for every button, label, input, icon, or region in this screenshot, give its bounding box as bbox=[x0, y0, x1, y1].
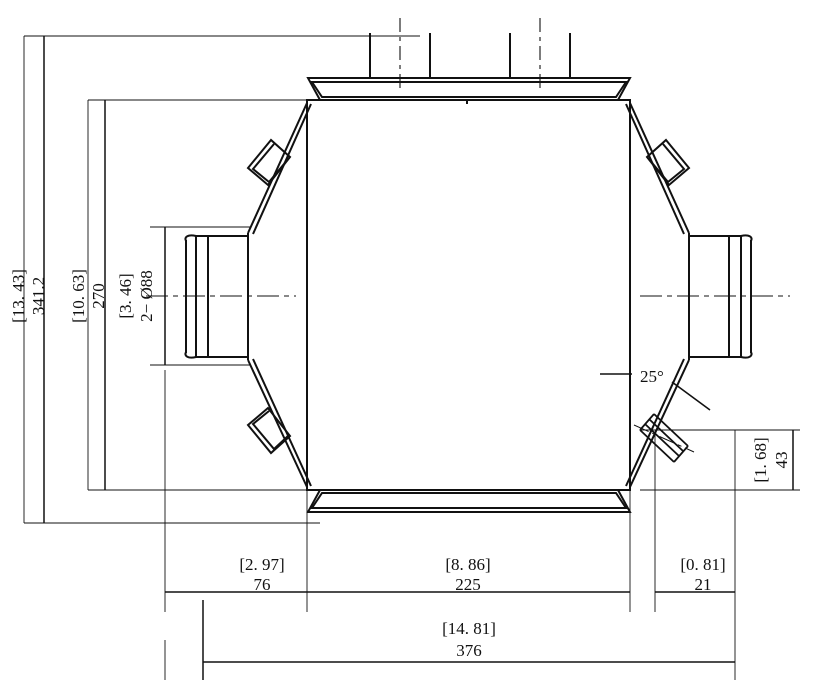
bracket-upper-right bbox=[645, 138, 691, 187]
dim-right-offset-mm: 21 bbox=[695, 575, 712, 594]
bottom-flange bbox=[306, 489, 632, 513]
bracket-lower-left bbox=[246, 406, 292, 455]
dimension-lines bbox=[43, 36, 794, 680]
dim-port-diameter-mm: 2− Ø88 bbox=[137, 270, 156, 322]
angle-leader-lines bbox=[600, 373, 711, 411]
dim-chamfer-angle: 25° bbox=[640, 367, 664, 386]
outlet-port-right bbox=[688, 233, 753, 360]
threaded-boss-lower-right bbox=[639, 413, 689, 463]
dim-right-offset-inch: [0. 81] bbox=[680, 555, 725, 574]
dim-left-port-length-mm: 76 bbox=[254, 575, 271, 594]
dim-port-diameter-inch: [3. 46] bbox=[116, 273, 135, 318]
side-panel-lower-left bbox=[247, 358, 312, 488]
dim-core-width-mm: 225 bbox=[455, 575, 481, 594]
inlet-port-left bbox=[184, 233, 249, 360]
dim-overall-width-inch: [14. 81] bbox=[442, 619, 496, 638]
side-panel-upper-right bbox=[625, 102, 690, 235]
dim-core-height-inch: [10. 63] bbox=[69, 269, 88, 323]
dim-core-height-mm: 270 bbox=[89, 283, 108, 309]
dim-overall-width-mm: 376 bbox=[456, 641, 482, 660]
extension-lines bbox=[23, 35, 800, 680]
dim-left-port-length-inch: [2. 97] bbox=[239, 555, 284, 574]
dim-overall-height-mm: 341.2 bbox=[29, 277, 48, 315]
port-centerlines bbox=[399, 18, 541, 92]
dim-boss-offset-inch: [1. 68] bbox=[751, 437, 770, 482]
dim-overall-height-inch: [13. 43] bbox=[9, 269, 28, 323]
side-panel-lower-right bbox=[625, 358, 690, 488]
core-body bbox=[306, 99, 631, 491]
dim-core-width-inch: [8. 86] bbox=[445, 555, 490, 574]
dim-boss-offset-mm: 43 bbox=[772, 452, 791, 469]
boss-centerline bbox=[633, 424, 695, 453]
bracket-upper-left bbox=[246, 138, 292, 187]
side-panel-upper-left bbox=[247, 102, 312, 235]
